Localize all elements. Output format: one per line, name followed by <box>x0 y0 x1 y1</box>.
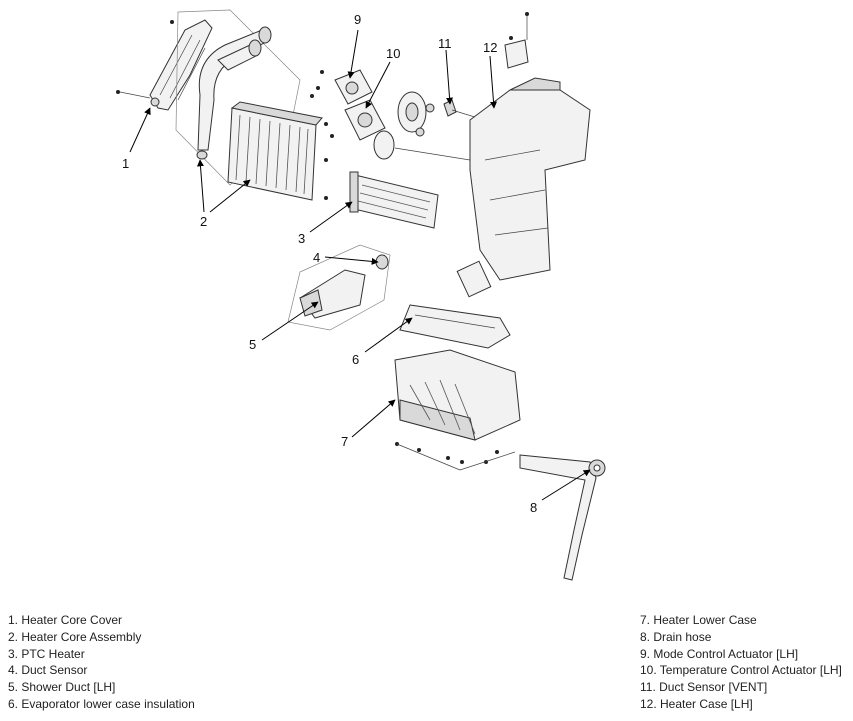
legend-item: 8. Drain hose <box>640 629 712 644</box>
heater-core-cover <box>116 19 213 111</box>
legend-item: 11. Duct Sensor [VENT] <box>640 680 768 695</box>
callout-11: 11 <box>438 36 452 51</box>
legend-item: 2. Heater Core Assembly <box>8 629 142 644</box>
duct-sensor-vent <box>443 99 479 119</box>
heater-case-lh <box>456 12 591 298</box>
heater-core-pipes <box>175 9 301 186</box>
callout-1: 1 <box>122 156 129 171</box>
callout-7: 7 <box>341 434 348 449</box>
callout-3: 3 <box>298 231 305 246</box>
callout-5: 5 <box>249 337 256 352</box>
exploded-view-diagram: 1 2 3 4 5 6 7 8 9 10 11 12 <box>116 9 606 581</box>
legend-right: 7. Heater Lower Case 8. Drain hose 9. Mo… <box>640 612 842 713</box>
legend-item: 5. Shower Duct [LH] <box>8 680 116 695</box>
legend-item: 10. Temperature Control Actuator [LH] <box>640 663 842 678</box>
callout-9: 9 <box>354 12 361 27</box>
drain-hose <box>519 454 606 581</box>
mode-control-actuator <box>310 69 373 105</box>
legend-item: 4. Duct Sensor <box>8 663 88 678</box>
ptc-heater <box>324 158 439 229</box>
legend-item: 9. Mode Control Actuator [LH] <box>640 646 799 661</box>
legend-item: 1. Heater Core Cover <box>8 613 123 627</box>
legend-item: 3. PTC Heater <box>8 646 85 661</box>
callout-4: 4 <box>313 250 320 265</box>
callout-6: 6 <box>352 352 359 367</box>
legend-item: 12. Heater Case [LH] <box>640 696 753 711</box>
legend-item: 7. Heater Lower Case <box>640 613 757 627</box>
legend-item: 6. Evaporator lower case insulation <box>8 696 195 711</box>
temperature-control-actuator <box>324 99 386 141</box>
heater-core-assembly <box>227 101 323 201</box>
callout-12: 12 <box>483 40 497 55</box>
callout-8: 8 <box>530 500 537 515</box>
evaporator-lower-case-insulation <box>399 304 511 349</box>
heater-lower-case <box>394 349 521 471</box>
callout-2: 2 <box>200 214 207 229</box>
callout-10: 10 <box>386 46 400 61</box>
leader-lines <box>129 29 591 501</box>
door-link-gears <box>373 91 471 161</box>
shower-duct-lh <box>287 244 391 331</box>
legend-left: 1. Heater Core Cover 2. Heater Core Asse… <box>8 612 195 713</box>
